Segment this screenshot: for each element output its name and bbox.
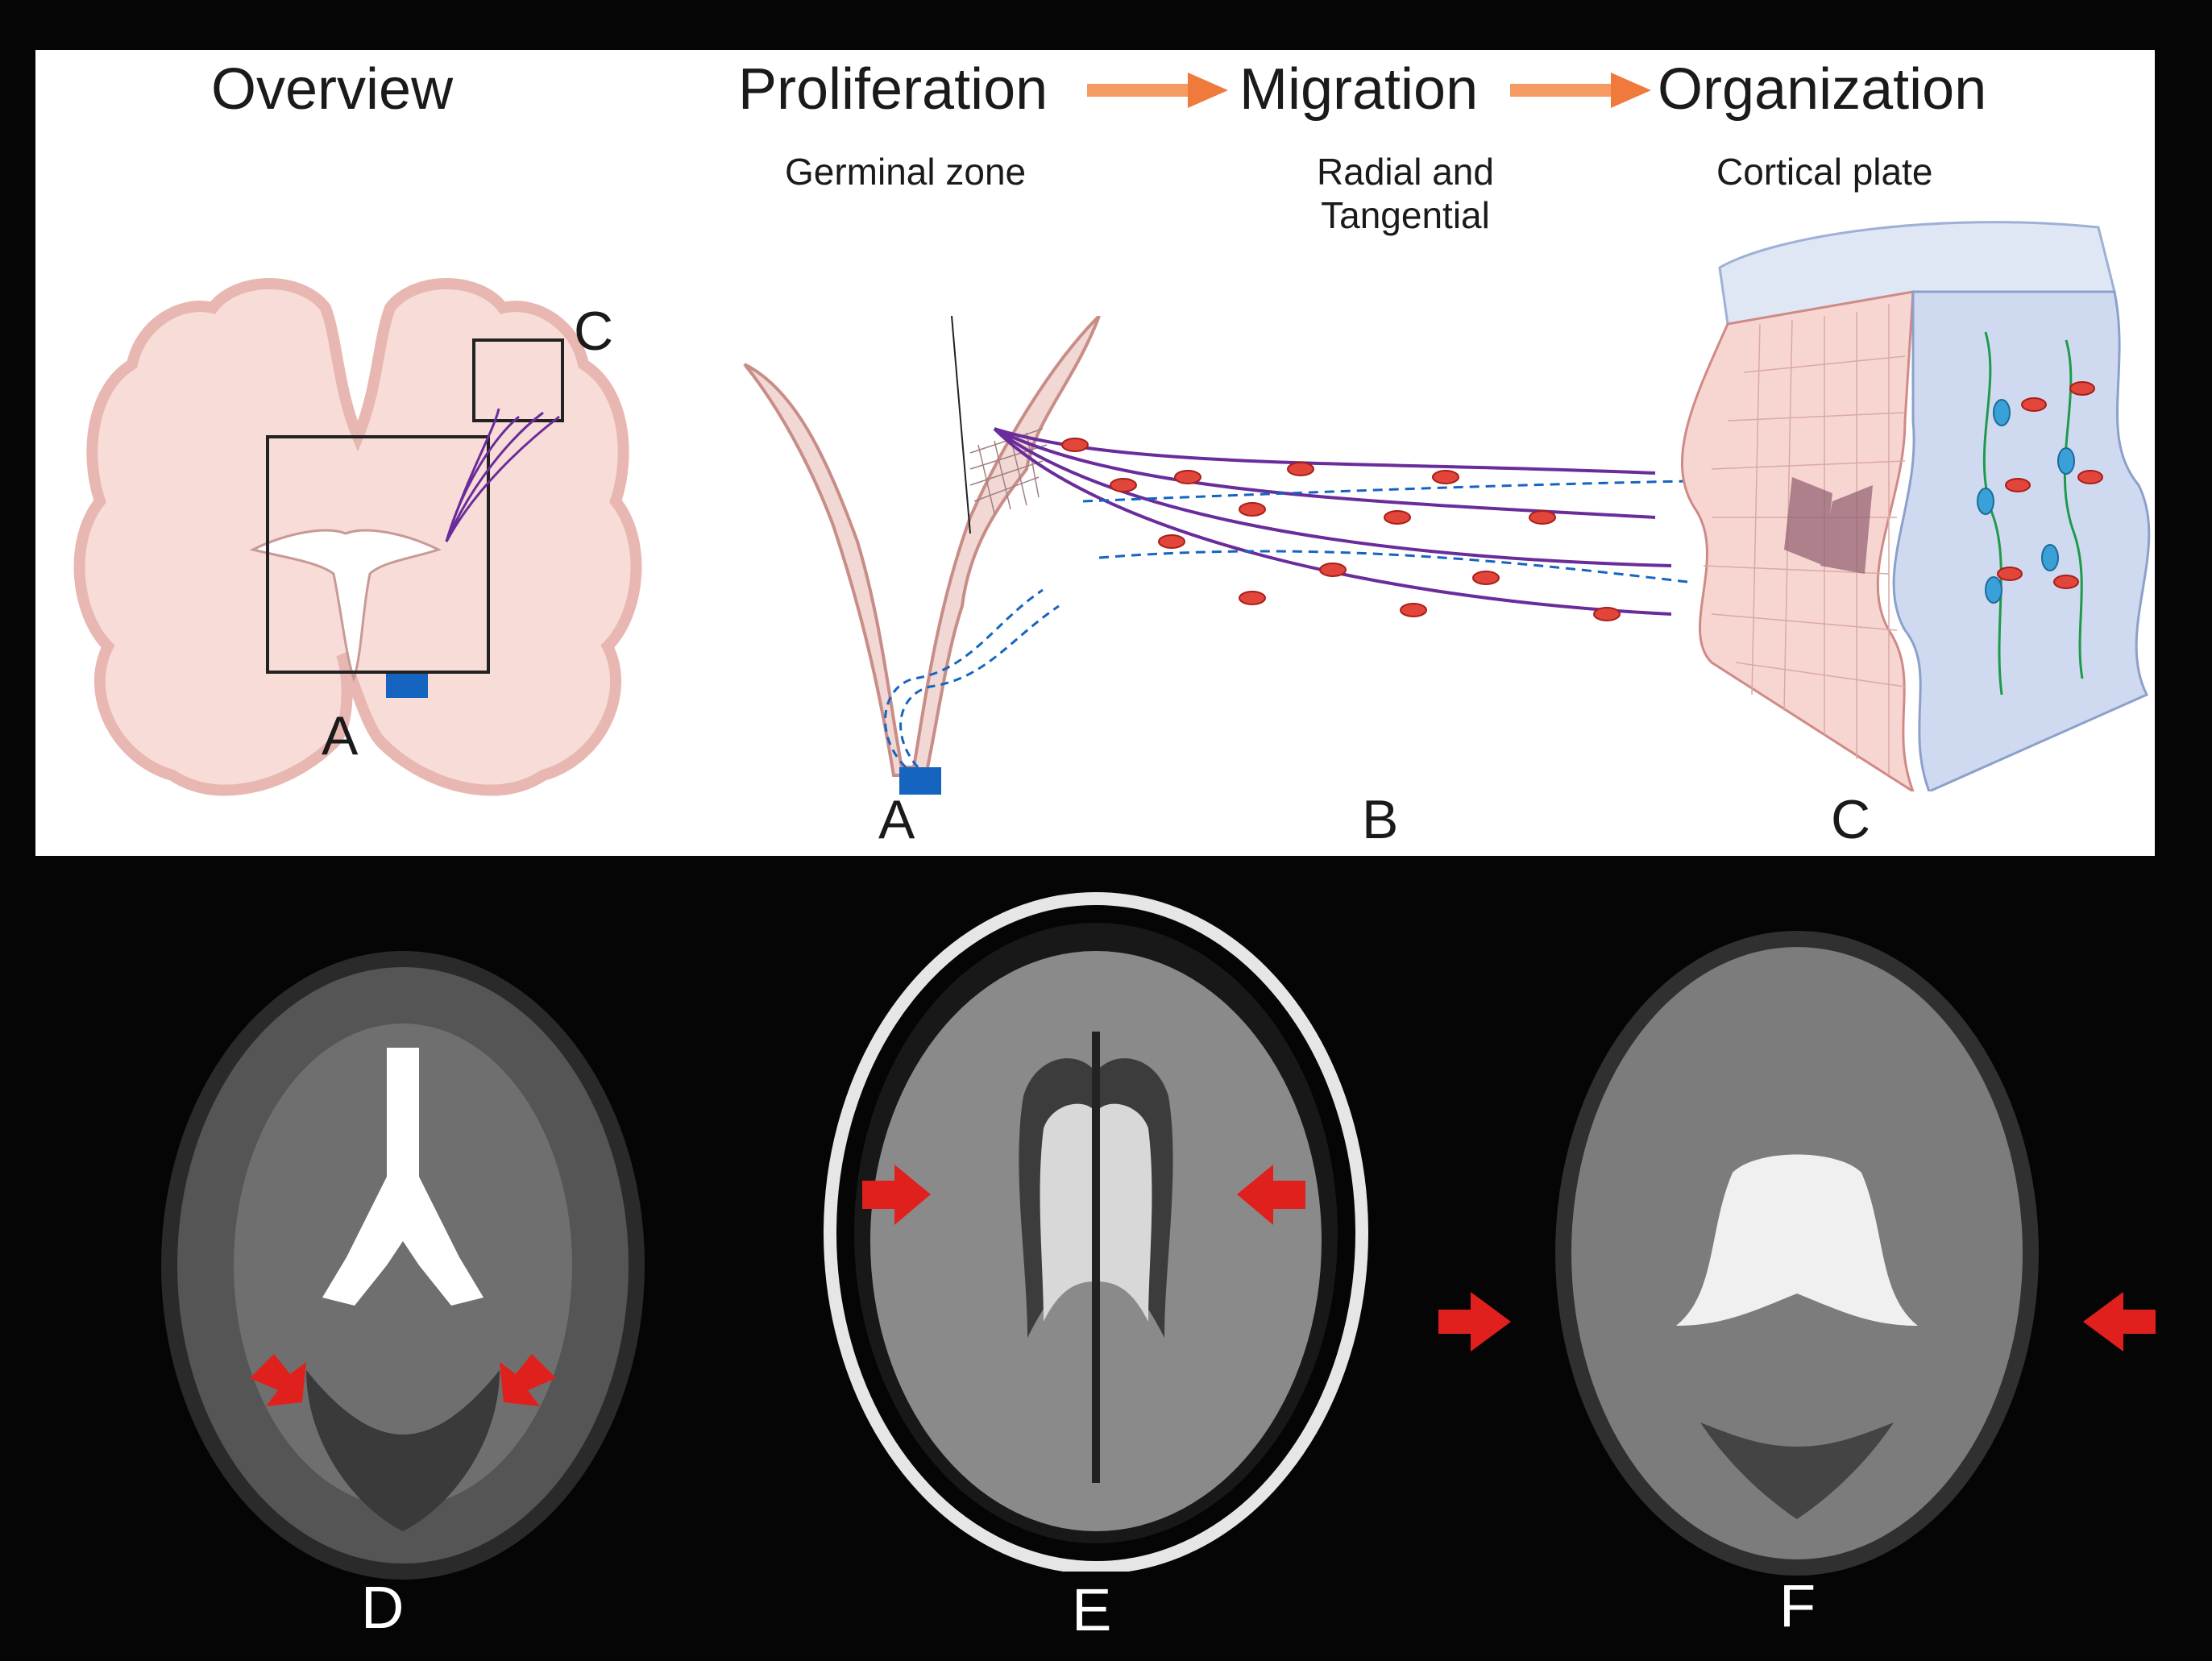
panel-letter-a: A xyxy=(878,789,915,850)
label-germinal-zone: Germinal zone xyxy=(785,151,1027,193)
title-overview: Overview xyxy=(211,57,454,122)
panel-letter-c: C xyxy=(1831,789,1871,850)
box-a-outline xyxy=(266,435,490,674)
mri-scan-d xyxy=(161,951,645,1580)
title-proliferation: Proliferation xyxy=(738,57,1048,122)
red-arrow-icon xyxy=(862,1165,931,1225)
mri-scan-f xyxy=(1438,931,2156,1576)
label-radial-line1: Radial and xyxy=(1317,151,1494,193)
overview-brain-diagram xyxy=(73,278,642,796)
arrow-icon xyxy=(1510,73,1651,108)
title-migration: Migration xyxy=(1239,57,1479,122)
mri-letter-d: D xyxy=(361,1574,405,1641)
label-cortical-plate: Cortical plate xyxy=(1716,151,1933,193)
ventricle-diagram xyxy=(743,316,1101,795)
red-arrow-icon xyxy=(1438,1292,1511,1352)
blue-marker xyxy=(899,767,941,795)
red-arrow-icon xyxy=(2083,1292,2156,1352)
arrow-icon xyxy=(1087,73,1228,108)
box-c-outline xyxy=(472,338,564,422)
mri-scan-e xyxy=(824,892,1368,1572)
title-organization: Organization xyxy=(1658,57,1987,122)
red-arrow-icon xyxy=(250,1354,306,1406)
red-arrow-icon xyxy=(1237,1165,1305,1225)
mri-letter-e: E xyxy=(1072,1576,1112,1643)
overview-label-a: A xyxy=(322,705,359,766)
panel-letter-b: B xyxy=(1362,789,1399,850)
overview-label-c: C xyxy=(574,301,614,362)
mri-letter-f: F xyxy=(1779,1572,1816,1639)
label-radial-tangential: Radial and Tangential xyxy=(1268,150,1542,237)
migration-pathways xyxy=(993,427,1688,621)
red-arrow-icon xyxy=(500,1354,556,1406)
ventricle-marker xyxy=(386,671,428,698)
label-radial-line2: Tangential xyxy=(1321,194,1490,236)
schematic-panel: Overview Proliferation Migration Organiz… xyxy=(35,50,2155,856)
cortical-plate-diagram xyxy=(1680,221,2151,791)
